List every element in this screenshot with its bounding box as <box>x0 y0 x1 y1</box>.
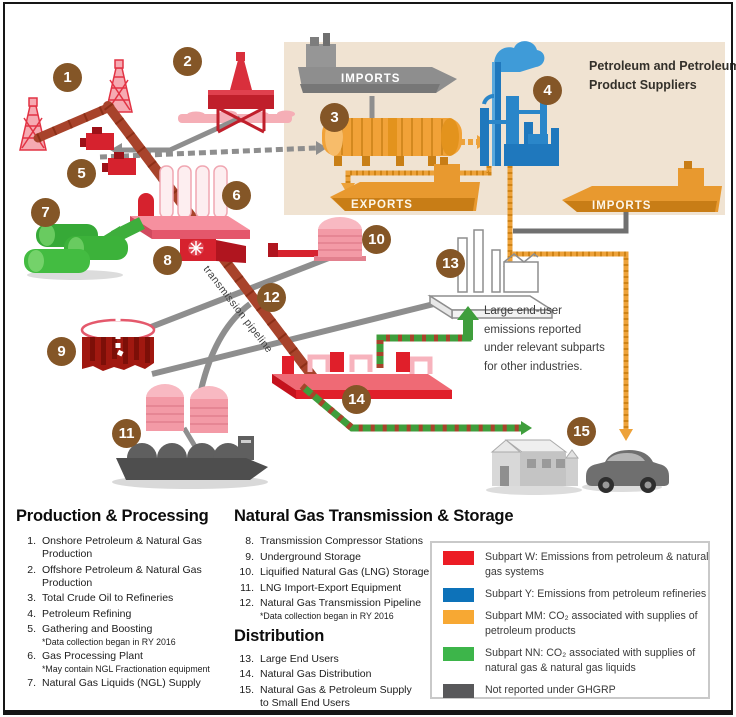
marker-6: 6 <box>222 181 251 210</box>
list-item: 15.Natural Gas & Petroleum Supply to Sma… <box>239 683 412 709</box>
marker-5: 5 <box>67 159 96 188</box>
marker-3: 3 <box>320 103 349 132</box>
underground-storage <box>80 316 156 371</box>
legend-row: Subpart Y: Emissions from petroleum refi… <box>443 587 708 602</box>
crude-line-to-refinery <box>99 141 327 160</box>
list-item: 4.Petroleum Refining <box>27 607 132 620</box>
list-item: 5.Gathering and Boosting*Data collection… <box>27 623 176 647</box>
lng-storage-tank <box>268 217 366 261</box>
list-item: 2.Offshore Petroleum & Natural Gas Produ… <box>27 563 202 589</box>
legend-row: Subpart NN: CO₂ associated with supplies… <box>443 646 708 676</box>
marker-13: 13 <box>436 249 465 278</box>
imports-right-line <box>513 210 629 234</box>
imports-ship-gray: IMPORTS <box>298 33 457 93</box>
marker-9: 9 <box>47 337 76 366</box>
legend-row: Subpart MM: CO₂ associated with supplies… <box>443 609 708 639</box>
transmission-title: Natural Gas Transmission & Storage <box>234 507 514 525</box>
suppliers-title-line2: Product Suppliers <box>589 78 697 92</box>
list-item: 11.LNG Import-Export Equipment <box>240 581 402 594</box>
distribution-station <box>272 320 472 399</box>
marker-2: 2 <box>173 47 202 76</box>
car <box>582 450 669 493</box>
marker-11: 11 <box>112 419 141 448</box>
legend-row: Not reported under GHGRP <box>443 683 708 698</box>
exports-ship: EXPORTS <box>330 157 480 211</box>
legend-swatch-green <box>443 647 474 661</box>
compressor-station <box>180 236 246 263</box>
legend-swatch-red <box>443 551 474 565</box>
list-item: 9.Underground Storage <box>245 550 361 563</box>
end-user-note: Large end-user emissions reported under … <box>484 305 605 373</box>
marker-4: 4 <box>533 76 562 105</box>
distribution-line-houses <box>299 383 532 435</box>
end-user-arrow <box>457 306 479 340</box>
list-item: 1.Onshore Petroleum & Natural Gas Produc… <box>27 535 202 560</box>
gathering-pumps <box>80 127 136 175</box>
list-item: 7.Natural Gas Liquids (NGL) Supply <box>27 677 201 689</box>
legend-swatch-orange <box>443 610 474 624</box>
imports-right-label: IMPORTS <box>592 200 651 212</box>
refinery <box>480 41 559 166</box>
marker-15: 15 <box>567 417 596 446</box>
marker-1: 1 <box>53 63 82 92</box>
list-item: 13.Large End Users <box>239 652 339 665</box>
imports-top-label: IMPORTS <box>341 73 400 85</box>
large-end-user-factory <box>427 229 555 320</box>
distribution-title: Distribution <box>234 626 325 645</box>
list-item: 3.Total Crude Oil to Refineries <box>27 592 174 604</box>
lng-import-export <box>112 384 268 489</box>
imports-ship-right: IMPORTS <box>562 161 722 212</box>
production-title: Production & Processing <box>16 507 209 525</box>
marker-7: 7 <box>31 198 60 227</box>
legend-swatch-gray <box>443 684 474 698</box>
list-item: 8.Transmission Compressor Stations <box>245 535 423 547</box>
lng-tanks <box>146 384 228 433</box>
suppliers-title-line1: Petroleum and Petroleum <box>589 59 736 73</box>
list-item: 14.Natural Gas Distribution <box>239 668 372 680</box>
gas-gathering-lines <box>136 253 447 391</box>
section-transmission: Natural Gas Transmission & Storage 8.Tra… <box>234 507 514 712</box>
offshore-platform <box>208 52 274 134</box>
marker-14: 14 <box>342 385 371 414</box>
marker-8: 8 <box>153 246 182 275</box>
marker-10: 10 <box>362 225 391 254</box>
onshore-derricks <box>19 59 133 151</box>
legend-swatch-blue <box>443 588 474 602</box>
list-item: 6.Gas Processing Plant*May contain NGL F… <box>27 650 210 674</box>
section-production: Production & Processing 1.Onshore Petrol… <box>16 507 232 693</box>
small-end-user-houses <box>486 439 582 495</box>
exports-label: EXPORTS <box>351 199 413 211</box>
list-item: 12.Natural Gas Transmission Pipeline*Dat… <box>239 597 422 621</box>
list-item: 10.Liquified Natural Gas (LNG) Storage <box>239 566 430 578</box>
legend-row: Subpart W: Emissions from petroleum & na… <box>443 550 709 580</box>
petroleum-product-lines <box>341 166 633 441</box>
legend: Subpart W: Emissions from petroleum & na… <box>430 541 710 699</box>
ngl-tanks <box>24 224 128 280</box>
marker-12: 12 <box>257 283 286 312</box>
